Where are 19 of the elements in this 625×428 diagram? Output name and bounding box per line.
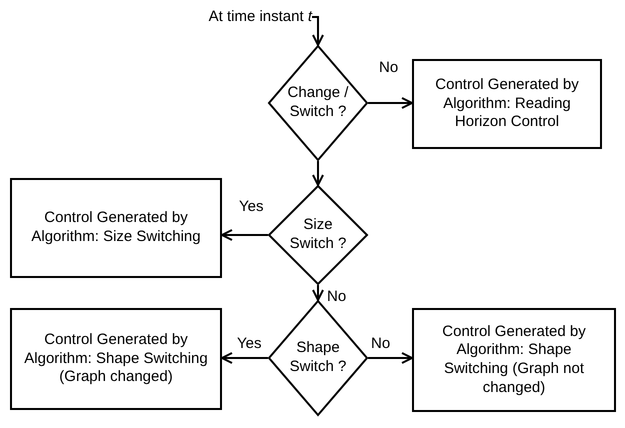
arrow (368, 352, 413, 364)
arrow (221, 352, 268, 364)
decision-text: Shape Switch ? (288, 339, 348, 377)
process-text: Control Generated by Algorithm: Reading Horizon Control (434, 76, 580, 132)
arrow (312, 161, 324, 186)
arrow (312, 16, 324, 46)
decision-text: Change / Switch ? (287, 84, 349, 122)
arrow (221, 229, 268, 241)
process-box (10, 178, 222, 278)
process-box (412, 59, 602, 149)
arrow (312, 285, 324, 301)
process-text: Control Generated by Algorithm: Size Switching (30, 209, 202, 247)
process-text: Control Generated by Algorithm: Shape Switching (Graph not changed) (441, 322, 587, 398)
process-box (412, 308, 616, 412)
start-label: At time instant t (208, 8, 312, 26)
arrow (368, 97, 413, 109)
decision-text: Size Switch ? (288, 216, 348, 254)
process-box (10, 308, 222, 410)
process-text: Control Generated by Algorithm: Shape Switching (Graph changed) (23, 330, 209, 388)
